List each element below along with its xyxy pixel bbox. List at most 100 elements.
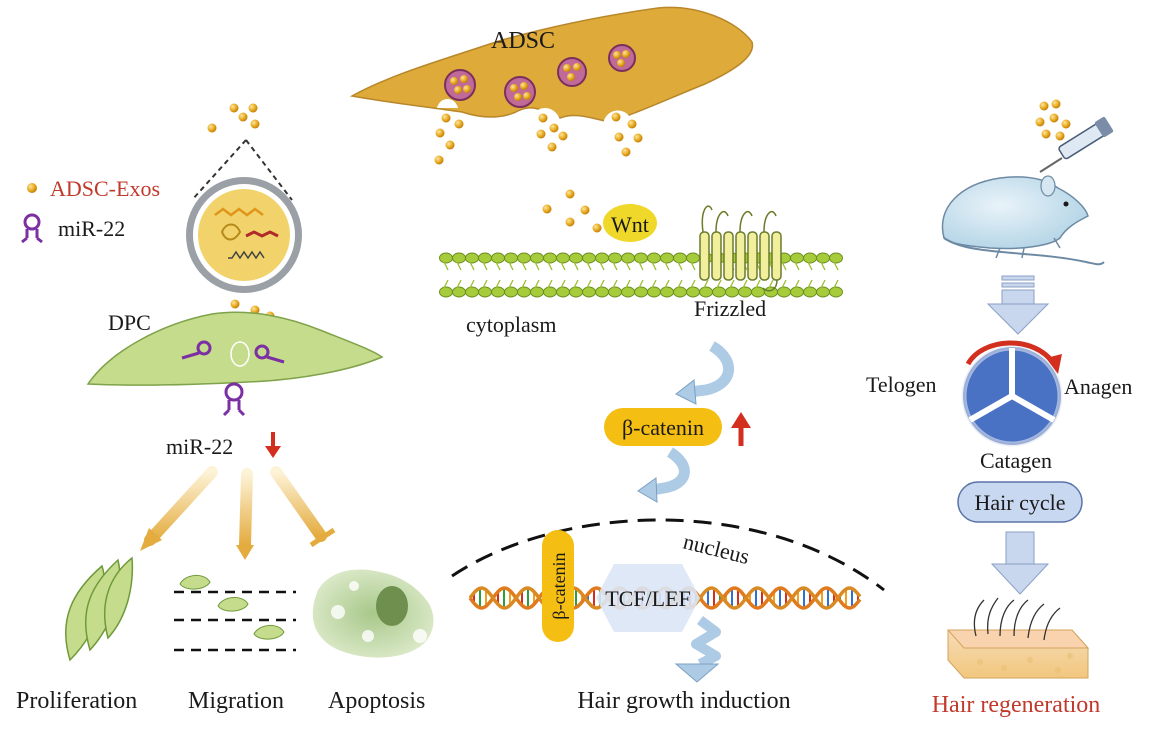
- membrane-lipid-tail: [677, 261, 683, 271]
- membrane-lipid-head: [608, 252, 622, 264]
- wnt-bubble: [603, 204, 657, 242]
- membrane-lipid-head: [556, 252, 570, 264]
- membrane-lipid-head: [569, 286, 583, 298]
- membrane-lipid-tail: [742, 279, 748, 289]
- migration-label: Migration: [188, 688, 284, 714]
- membrane-lipid-head: [582, 252, 596, 264]
- membrane-lipid-tail: [443, 279, 449, 289]
- proliferation-cells: [65, 556, 134, 662]
- membrane-lipid-tail: [651, 261, 657, 271]
- membrane-lipid-tail: [625, 261, 631, 271]
- membrane-lipid-head: [686, 252, 700, 264]
- membrane-lipid-head: [660, 286, 674, 298]
- membrane-lipid-head: [647, 252, 661, 264]
- block-arrow-2: [990, 531, 1050, 595]
- membrane-lipid-tail: [599, 261, 605, 271]
- membrane-lipid-head: [803, 286, 817, 298]
- block-arrow-1: [986, 275, 1050, 335]
- membrane-lipid-tail: [547, 279, 553, 289]
- membrane-lipid-head: [530, 286, 544, 298]
- membrane-lipid-head: [829, 286, 843, 298]
- mir22-label: miR-22: [166, 434, 233, 459]
- membrane-lipid-tail: [456, 261, 462, 271]
- nuclear-beta-catenin-label: β-catenin: [549, 552, 569, 619]
- membrane-lipid-tail: [729, 279, 735, 289]
- membrane-lipid-tail: [794, 279, 800, 289]
- membrane-lipid-head: [595, 252, 609, 264]
- membrane-lipid-tail: [586, 279, 592, 289]
- membrane-lipid-tail: [820, 279, 826, 289]
- hair-growth-induction-label: Hair growth induction: [577, 688, 790, 714]
- membrane-lipid-head: [608, 286, 622, 298]
- membrane-lipid-tail: [807, 279, 813, 289]
- membrane-lipid-head: [634, 286, 648, 298]
- membrane-lipid-head: [439, 252, 453, 264]
- membrane-lipid-head: [439, 286, 453, 298]
- membrane-lipid-head: [517, 252, 531, 264]
- membrane-lipid-tail: [560, 261, 566, 271]
- frizzled-receptor: [699, 205, 782, 292]
- floating-exosomes: [207, 103, 260, 133]
- membrane-lipid-head: [790, 252, 804, 264]
- adsc-vesicles: [444, 44, 636, 108]
- apoptosis-cell: [312, 569, 434, 658]
- membrane-lipid-tail: [534, 261, 540, 271]
- membrane-lipid-tail: [573, 279, 579, 289]
- membrane-lipid-head: [491, 252, 505, 264]
- nucleus-label: nucleus: [681, 529, 752, 570]
- membrane-lipid-head: [595, 286, 609, 298]
- membrane-lipid-head: [543, 286, 557, 298]
- tcf-lef-hexagon: [596, 564, 700, 632]
- released-exosomes: [434, 112, 643, 165]
- membrane-lipid-tail: [534, 279, 540, 289]
- membrane-lipid-tail: [677, 279, 683, 289]
- membrane-lipid-head: [478, 252, 492, 264]
- membrane-lipid-head: [803, 252, 817, 264]
- adsc-label: ADSC: [491, 28, 555, 54]
- membrane-lipid-head: [504, 286, 518, 298]
- membrane-lipid-tail: [482, 261, 488, 271]
- proliferation-label: Proliferation: [16, 688, 137, 714]
- hair-cycle-label: Hair cycle: [975, 490, 1066, 515]
- membrane-lipid-head: [504, 252, 518, 264]
- dpc-label: DPC: [108, 310, 151, 335]
- membrane-lipid-head: [829, 252, 843, 264]
- membrane-lipid-head: [556, 286, 570, 298]
- beta-catenin-box: [604, 408, 722, 446]
- legend-exos-label: ADSC-Exos: [50, 176, 160, 201]
- membrane-lipid-tail: [703, 279, 709, 289]
- membrane-lipid-tail: [638, 261, 644, 271]
- membrane-lipid-head: [478, 286, 492, 298]
- membrane-lipid-tail: [482, 279, 488, 289]
- effect-arrows: [140, 466, 336, 560]
- membrane-lipid-tail: [664, 279, 670, 289]
- membrane-lipid-tail: [794, 261, 800, 271]
- membrane-lipid-tail: [612, 279, 618, 289]
- anagen-label: Anagen: [1064, 374, 1132, 399]
- membrane-lipid-tail: [612, 261, 618, 271]
- mirna-icon: [222, 382, 246, 417]
- membrane-lipid-head: [673, 252, 687, 264]
- membrane-lipid-tail: [781, 261, 787, 271]
- membrane-lipid-tail: [690, 279, 696, 289]
- membrane-lipid-tail: [833, 279, 839, 289]
- migration-cells: [174, 575, 296, 652]
- membrane-lipid-tail: [651, 279, 657, 289]
- hair-cycle-diagram: [961, 340, 1063, 447]
- membrane-lipid-head: [621, 252, 635, 264]
- wnt-label: Wnt: [611, 212, 649, 237]
- curved-arrow-1: [675, 341, 735, 405]
- membrane-lipid-head: [790, 286, 804, 298]
- hair-regeneration-label: Hair regeneration: [932, 692, 1101, 718]
- membrane-lipid-head: [465, 252, 479, 264]
- membrane-lipid-tail: [599, 279, 605, 289]
- skin-with-hair: [946, 597, 1090, 679]
- membrane-lipid-tail: [755, 279, 761, 289]
- frizzled-label: Frizzled: [694, 296, 766, 321]
- membrane-lipid-head: [634, 252, 648, 264]
- apoptosis-label: Apoptosis: [328, 688, 425, 714]
- hair-cycle-box: [957, 481, 1083, 523]
- membrane-lipid-tail: [586, 261, 592, 271]
- catagen-label: Catagen: [980, 448, 1052, 473]
- up-arrow-red-icon: [731, 412, 751, 446]
